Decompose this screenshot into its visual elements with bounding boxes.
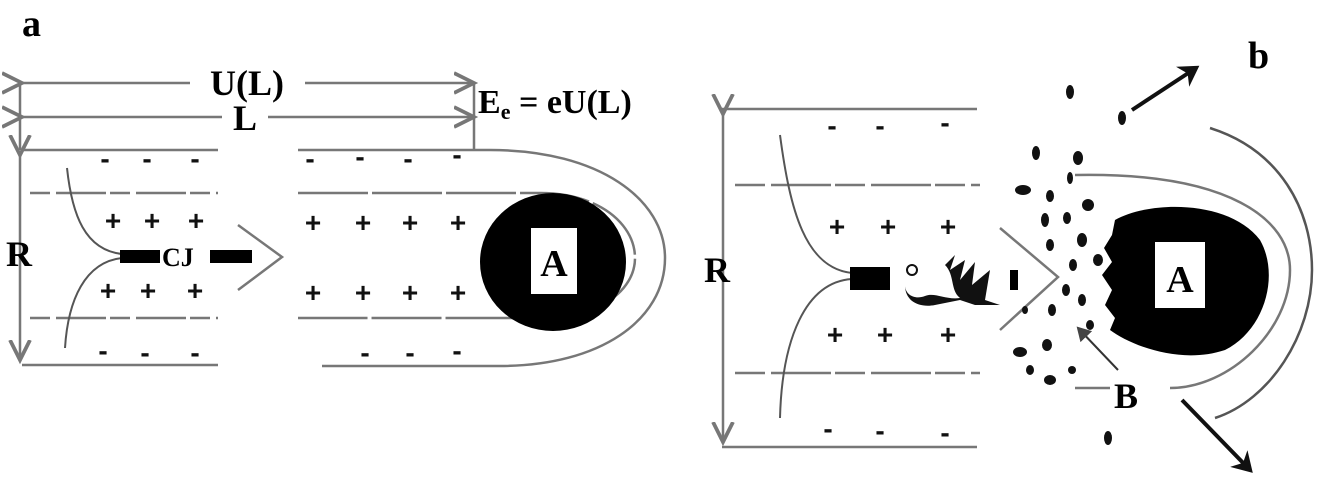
fragment-pointer [1076, 326, 1119, 371]
jet-segment [120, 250, 160, 263]
flow-line-top [66, 167, 123, 255]
svg-text:-: - [823, 413, 832, 444]
svg-text:-: - [403, 143, 412, 174]
outer-shell [1209, 126, 1314, 420]
dragon-icon [905, 255, 1000, 306]
svg-text:-: - [190, 143, 199, 174]
jet-label: CJ [162, 243, 194, 272]
inner-shell [1074, 173, 1292, 390]
svg-text:+: + [940, 319, 956, 350]
svg-text:+: + [187, 275, 203, 306]
svg-text:-: - [827, 110, 836, 141]
debris-fragments [1013, 85, 1126, 445]
chevron [999, 227, 1060, 331]
negative-charges: - - - - - - - - - - - - - [98, 139, 461, 368]
positive-charges: + + + + + + + + + + + + + + [100, 205, 466, 308]
svg-text:-: - [305, 143, 314, 174]
svg-text:+: + [355, 207, 371, 238]
svg-text:-: - [190, 337, 199, 368]
svg-text:-: - [940, 417, 949, 448]
svg-text:+: + [402, 277, 418, 308]
svg-text:+: + [940, 211, 956, 242]
flow-line-bottom [779, 278, 853, 419]
radius-label: R [704, 250, 731, 290]
radius-label: R [6, 234, 33, 274]
target-label: A [540, 243, 568, 285]
length-dimension: L [22, 98, 474, 138]
svg-text:+: + [355, 277, 371, 308]
svg-text:-: - [100, 143, 109, 174]
panel-a-label: a [22, 3, 41, 45]
positive-charges: + + + + + + [827, 211, 956, 350]
jet-fragment [1010, 270, 1018, 290]
potential-dimension: U(L) [22, 63, 474, 103]
panel-a: a U(L) L Ee = eU(L) R - - - - - - - - [6, 3, 667, 368]
svg-text:+: + [880, 211, 896, 242]
svg-text:+: + [144, 205, 160, 236]
svg-text:+: + [829, 211, 845, 242]
svg-text:-: - [940, 107, 949, 138]
svg-text:+: + [140, 275, 156, 306]
svg-text:+: + [450, 277, 466, 308]
jet-segment [850, 267, 890, 290]
flow-line-bottom [64, 257, 123, 349]
fragment-label: B [1114, 376, 1138, 416]
svg-text:-: - [360, 337, 369, 368]
svg-text:+: + [827, 319, 843, 350]
svg-text:+: + [100, 275, 116, 306]
svg-text:-: - [452, 335, 461, 366]
svg-text:+: + [305, 207, 321, 238]
svg-text:-: - [405, 337, 414, 368]
svg-text:-: - [452, 139, 461, 170]
svg-text:+: + [188, 205, 204, 236]
svg-text:-: - [875, 415, 884, 446]
svg-text:-: - [142, 143, 151, 174]
potential-label: U(L) [210, 63, 284, 103]
svg-text:-: - [98, 335, 107, 366]
svg-text:+: + [877, 319, 893, 350]
ejection-arrow-down [1180, 398, 1253, 473]
target-label: A [1166, 259, 1194, 301]
negative-charges: - - - - - - [823, 107, 949, 448]
chevron [237, 223, 285, 291]
svg-text:+: + [305, 277, 321, 308]
svg-text:+: + [105, 205, 121, 236]
energy-label: Ee = eU(L) [478, 84, 632, 124]
length-label: L [233, 98, 257, 138]
jet-segment [210, 250, 252, 263]
svg-text:+: + [402, 207, 418, 238]
svg-text:-: - [875, 110, 884, 141]
panel-b: b R - - - - - - + + + + + + [704, 35, 1314, 473]
ejection-arrow-up [1130, 65, 1200, 112]
panel-b-label: b [1248, 35, 1269, 77]
flow-line-top [779, 134, 853, 274]
svg-text:-: - [355, 141, 364, 172]
svg-text:+: + [450, 207, 466, 238]
svg-text:-: - [140, 337, 149, 368]
